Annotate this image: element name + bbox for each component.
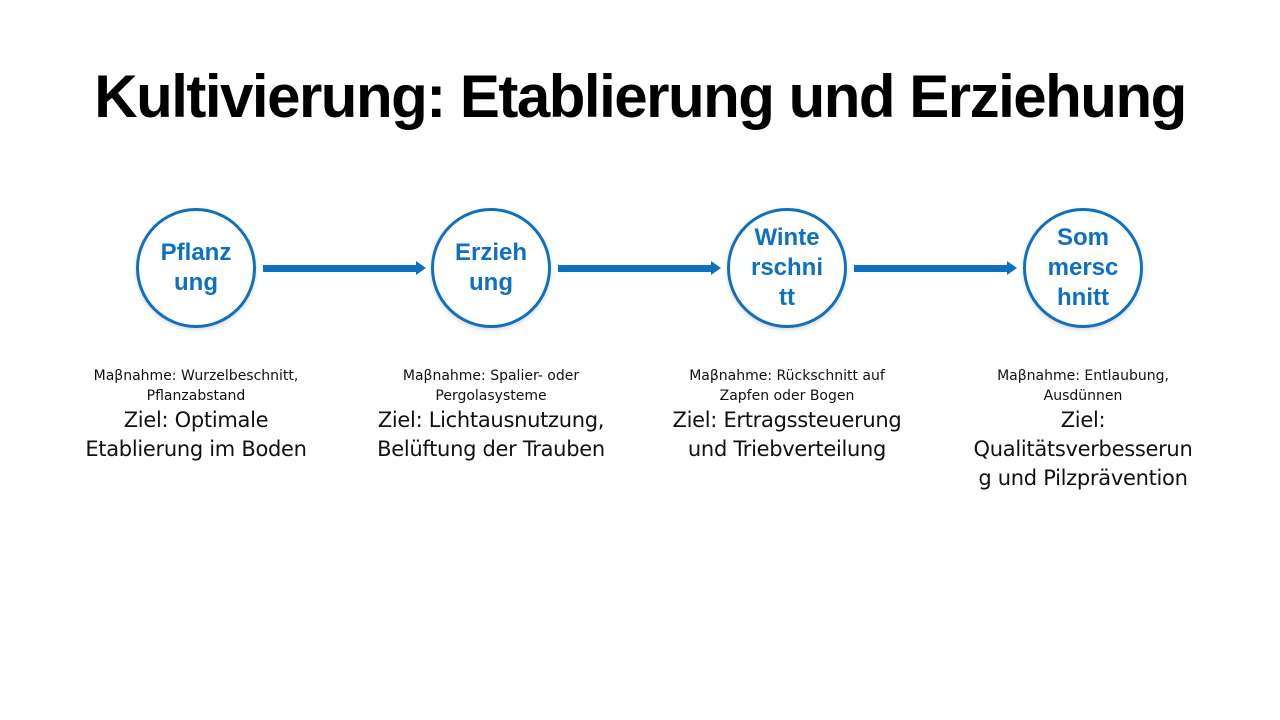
arrow-3-to-4: [854, 261, 1017, 275]
slide-title: Kultivierung: Etablierung und Erziehung: [94, 63, 1187, 130]
goal-text: Ziel: Optimale Etablierung im Boden: [85, 408, 307, 461]
goal-text: Ziel: Lichtausnutzung, Belüftung der Tra…: [377, 408, 605, 461]
goal-text: Ziel: Qualitätsverbesserun g und Pilzprä…: [973, 408, 1193, 490]
goal-text: Ziel: Ertragssteuerung und Triebverteilu…: [672, 408, 902, 461]
step-label: Som mersc hnitt: [1047, 224, 1119, 311]
measure-text: Maβnahme: Wurzelbeschnitt, Pflanzabstand: [93, 368, 299, 404]
arrow-1-to-2: [263, 261, 426, 275]
measure-text: Maβnahme: Spalier- oder Pergolasysteme: [402, 368, 580, 404]
step-node-pflanzung: Pflanz ung: [136, 208, 256, 328]
measure-text: Maβnahme: Rückschnitt auf Zapfen oder Bo…: [689, 368, 885, 404]
arrow-2-to-3: [558, 261, 721, 275]
measure-text: Maβnahme: Entlaubung, Ausdünnen: [997, 368, 1169, 404]
step-node-winterschnitt: Winte rschni tt: [727, 208, 847, 328]
step-node-sommerschnitt: Som mersc hnitt: [1023, 208, 1143, 328]
step-description-3: Maβnahme: Rückschnitt auf Zapfen oder Bo…: [657, 366, 917, 464]
step-description-2: Maβnahme: Spalier- oder Pergolasysteme Z…: [361, 366, 621, 464]
step-description-1: Maβnahme: Wurzelbeschnitt, Pflanzabstand…: [66, 366, 326, 464]
step-label: Pflanz ung: [160, 239, 232, 296]
step-node-erziehung: Erzieh ung: [431, 208, 551, 328]
step-description-4: Maβnahme: Entlaubung, Ausdünnen Ziel: Qu…: [953, 366, 1213, 493]
step-label: Erzieh ung: [454, 239, 528, 296]
step-label: Winte rschni tt: [750, 224, 824, 311]
